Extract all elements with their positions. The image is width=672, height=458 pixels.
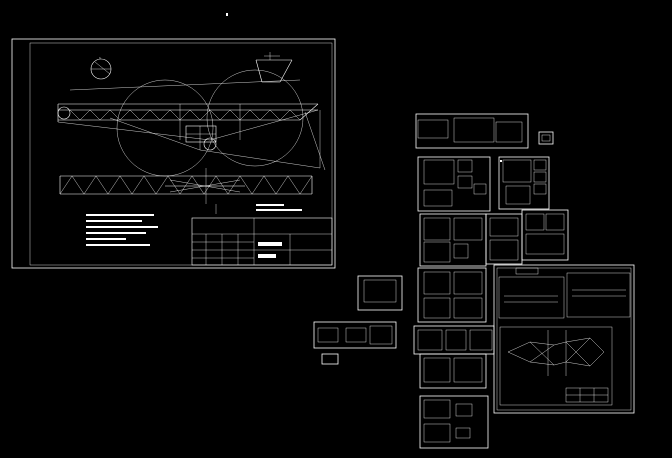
detail-sheet-05[interactable] — [419, 213, 487, 267]
conveyor-truss-plan — [59, 168, 313, 214]
detail-sheet-10[interactable] — [313, 321, 397, 349]
detail-sheet-17 — [500, 160, 502, 162]
conveyor-truss-elevation — [57, 79, 326, 171]
detail-sheet-01[interactable] — [415, 113, 529, 149]
title-block[interactable] — [191, 204, 333, 266]
detail-sheet-08[interactable] — [357, 275, 403, 311]
main-drawing-sheet[interactable]: 1 — [11, 38, 336, 269]
detail-sheet-11[interactable] — [321, 353, 339, 365]
detail-sheet-15[interactable] — [493, 264, 635, 414]
detail-sheet-03[interactable] — [417, 156, 491, 212]
detail-callout-bubble[interactable]: 1 — [90, 56, 112, 80]
detail-sheet-04[interactable] — [498, 156, 550, 210]
detail-sheet-09[interactable] — [417, 267, 487, 323]
callout-mark-text: 1 — [99, 56, 101, 60]
pivot-assembly — [185, 125, 217, 151]
crosshair-marker — [226, 13, 228, 16]
head-frame-detail — [255, 52, 293, 83]
swing-radius-circle-left — [116, 79, 214, 177]
technical-notes-block — [86, 214, 158, 246]
main-sheet-outer-border — [11, 38, 336, 269]
detail-sheet-16[interactable] — [515, 267, 539, 275]
main-sheet-inner-border — [29, 42, 333, 266]
detail-sheet-07[interactable] — [521, 209, 569, 261]
swing-radius-circle-right — [206, 69, 304, 167]
detail-sheet-02[interactable] — [538, 131, 554, 145]
detail-sheet-12[interactable] — [413, 325, 495, 355]
detail-sheet-06[interactable] — [485, 213, 523, 265]
detail-sheet-14[interactable] — [419, 395, 489, 449]
detail-sheet-13[interactable] — [419, 353, 487, 389]
